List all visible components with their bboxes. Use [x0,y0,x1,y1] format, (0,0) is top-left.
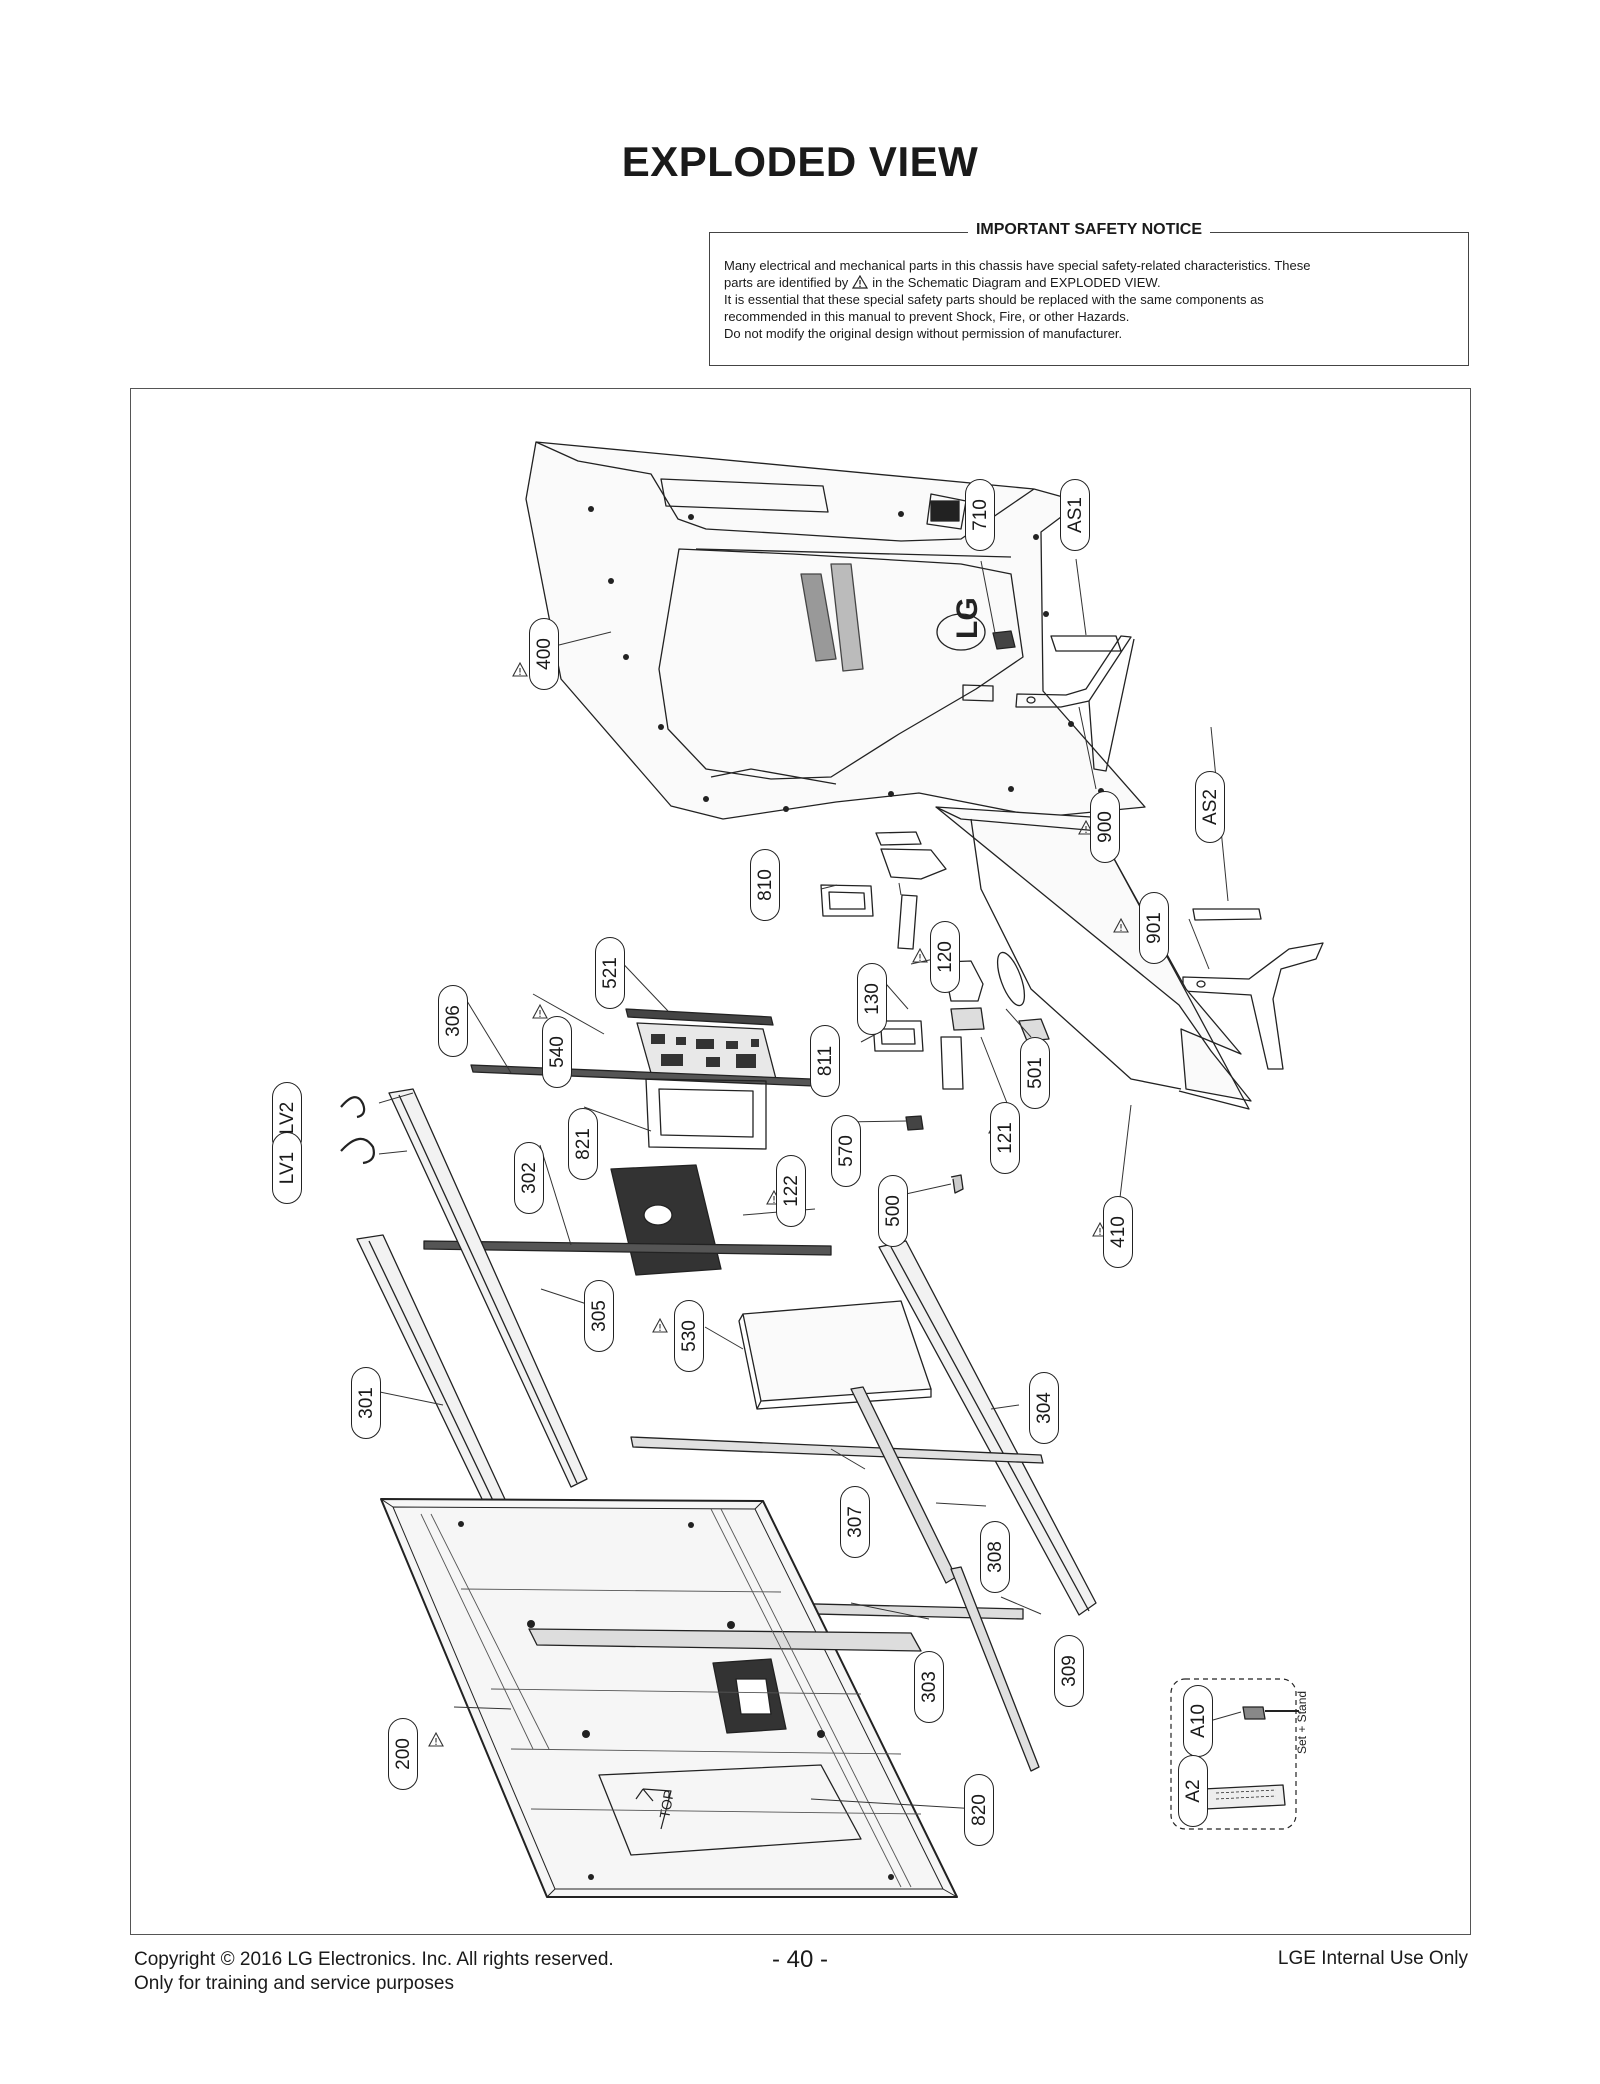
page-title: EXPLODED VIEW [621,138,979,185]
plate-810-part [820,884,874,917]
callout-AS1: AS1 [1060,479,1090,551]
small-part-500 [950,1174,964,1194]
lg-logo: LG [951,597,984,639]
warning-triangle-icon [852,275,869,289]
callout-120: 120 [930,921,960,993]
part-710 [992,630,1016,650]
callout-A10: A10 [1183,1685,1213,1757]
safety-notice-box: IMPORTANT SAFETY NOTICE Many electrical … [709,221,1469,366]
rail-308-part [850,1386,957,1584]
callout-811: 811 [810,1025,840,1097]
callout-810: 810 [750,849,780,921]
frame-821-part [645,1078,767,1150]
cable-lv1-part [340,1137,375,1165]
callout-410: 410 [1103,1196,1133,1268]
page-number: - 40 - [771,1946,828,1973]
callout-303: 303 [914,1651,944,1723]
callout-501: 501 [1020,1037,1050,1109]
callout-570: 570 [831,1115,861,1187]
footer-copyright: Copyright © 2016 LG Electronics. Inc. Al… [134,1948,614,1996]
callout-302: 302 [514,1142,544,1214]
warning-triangle-icon [512,662,528,677]
warning-triangle-icon [912,948,928,963]
callout-901: 901 [1139,892,1169,964]
callout-307: 307 [840,1486,870,1558]
warning-triangle-icon [532,1004,548,1019]
notice-line-3: It is essential that these special safet… [724,292,1264,307]
callout-309: 309 [1054,1635,1084,1707]
callout-500: 500 [878,1175,908,1247]
callout-540: 540 [542,1016,572,1088]
callout-306: 306 [438,985,468,1057]
sheet-530-part [738,1300,932,1410]
callout-710: 710 [965,479,995,551]
panel-top-marking: TOP [656,1789,677,1820]
callout-308: 308 [980,1521,1010,1593]
remote-a2 [1202,1784,1286,1810]
bar-307-part [630,1436,1044,1464]
warning-triangle-icon [428,1732,444,1747]
callout-304: 304 [1029,1372,1059,1444]
back-cover-part: LG [525,441,1146,820]
purpose-text: Only for training and service purposes [134,1973,454,1994]
callout-820: 820 [964,1774,994,1846]
cable-lv2-part [340,1096,366,1119]
callout-121: 121 [990,1102,1020,1174]
accessory-kit-box: Set + Stand [1170,1678,1309,1830]
callout-200: 200 [388,1718,418,1790]
copyright-text: Copyright © 2016 LG Electronics. Inc. Al… [134,1949,614,1970]
warning-triangle-icon [652,1318,668,1333]
rail-309-part [950,1566,1040,1772]
callout-400: 400 [529,618,559,690]
small-part-570 [905,1115,924,1131]
rail-305-part [388,1088,588,1488]
callout-821: 821 [568,1108,598,1180]
callout-900: 900 [1090,791,1120,863]
callout-305: 305 [584,1280,614,1352]
notice-line-4: recommended in this manual to prevent Sh… [724,309,1130,324]
board-bar-521 [625,1008,774,1026]
stand-as1-part [1015,635,1135,772]
main-board-540 [636,1022,777,1080]
bar-302-part [423,1240,832,1256]
lcd-module-200: TOP [380,1498,958,1898]
safety-notice-title: IMPORTANT SAFETY NOTICE [967,221,1211,238]
bracket-120-130-part [875,831,1050,1090]
screw-a10 [1242,1706,1299,1720]
notice-line-5: Do not modify the original design withou… [724,326,1123,341]
kit-caption: Set + Stand [1295,1691,1309,1754]
callout-530: 530 [674,1300,704,1372]
callout-122: 122 [776,1155,806,1227]
callout-LV1: LV1 [272,1132,302,1204]
callout-301: 301 [351,1367,381,1439]
safety-notice-body: Many electrical and mechanical parts in … [724,257,1452,342]
callout-130: 130 [857,963,887,1035]
callout-AS2: AS2 [1195,771,1225,843]
callout-A2: A2 [1178,1755,1208,1827]
plate-811-part [872,1020,924,1052]
internal-use-note: LGE Internal Use Only [1277,1948,1468,1969]
notice-line-1: Many electrical and mechanical parts in … [724,258,1311,273]
callout-521: 521 [595,937,625,1009]
plate-122-part [610,1164,722,1276]
stand-as2-part [1182,908,1324,1070]
